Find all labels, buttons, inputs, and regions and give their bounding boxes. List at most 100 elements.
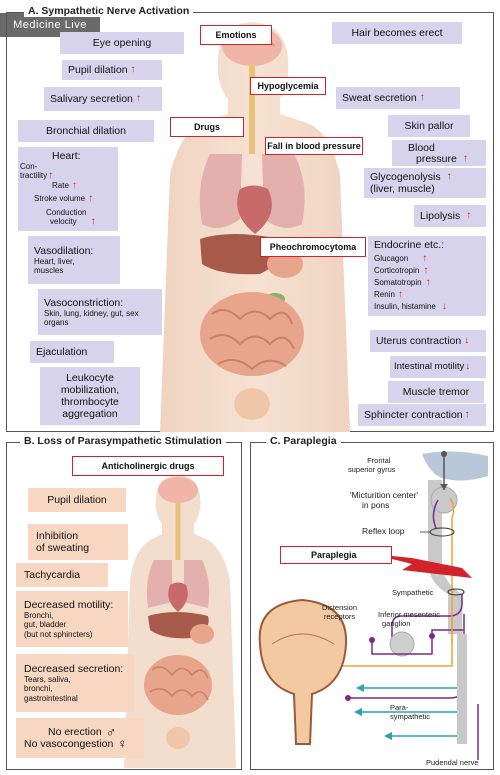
label-eye-opening: Eye opening xyxy=(60,32,184,54)
label-parasympathetic: Para- sympathetic xyxy=(390,703,430,721)
arrow-up-icon: ↑ xyxy=(397,289,403,300)
arrow-up-icon: ↑ xyxy=(462,153,468,164)
trigger-drugs: Drugs xyxy=(170,117,244,137)
text-uterus-contraction: Uterus contraction xyxy=(376,335,462,347)
arrow-up-icon: ↑ xyxy=(135,93,141,104)
text-glycogenolysis: Glycogenolysis xyxy=(370,171,441,183)
arrow-up-icon: ↑ xyxy=(466,210,472,221)
heart-contractility-1: Con- xyxy=(20,162,38,171)
section-c-title: C. Paraplegia xyxy=(266,435,341,447)
arrow-up-icon: ↑ xyxy=(130,64,136,75)
heart-icon xyxy=(168,582,188,612)
label-frontal-gyrus: Frontal superior gyrus xyxy=(348,456,396,474)
text-blood: Blood xyxy=(408,142,435,154)
section-a-title: A. Sympathetic Nerve Activation xyxy=(24,5,194,17)
section-c-frame xyxy=(250,442,494,770)
label-vasodilation: Vasodilation: Heart, liver, muscles xyxy=(28,236,120,284)
label-sympathetic: Sympathetic xyxy=(392,588,434,597)
label-distension-receptors: Distension receptors xyxy=(322,603,357,621)
endocrine-title: Endocrine etc.: xyxy=(374,239,445,251)
label-paraplegia: Paraplegia xyxy=(280,546,392,564)
female-symbol-icon: ♀ xyxy=(117,736,128,751)
trigger-pheochromocytoma: Pheochromocytoma xyxy=(260,237,366,257)
brain-icon xyxy=(158,477,198,503)
label-b-decreased-secretion: Decreased secretion: Tears, saliva, bron… xyxy=(16,654,134,712)
label-ejaculation: Ejaculation xyxy=(30,341,114,363)
watermark-logo: Medicine Live xyxy=(0,13,100,37)
arrow-down-icon: ↓ xyxy=(464,335,470,346)
paraplegia-diagram xyxy=(258,451,488,760)
label-salivary-secretion: Salivary secretion↑ xyxy=(44,87,162,111)
text-no-vasocongestion: No vasocongestion xyxy=(24,738,114,750)
text-inhibition: Inhibition xyxy=(36,530,79,542)
intestines-icon xyxy=(200,292,304,376)
arrow-up-icon: ↑ xyxy=(464,409,470,420)
text-salivary-secretion: Salivary secretion xyxy=(50,93,133,105)
heart-stroke-volume: Stroke volume xyxy=(34,194,86,203)
label-vasoconstriction: Vasoconstriction: Skin, lung, kidney, gu… xyxy=(38,289,162,335)
text-somatotropin: Somatotropin xyxy=(374,278,422,287)
label-lipolysis: Lipolysis ↑ xyxy=(414,205,486,227)
text-liver-muscle: (liver, muscle) xyxy=(370,183,435,195)
text-distension: Distension xyxy=(322,603,358,612)
label-leukocyte: Leukocyte mobilization, thrombocyte aggr… xyxy=(40,367,140,425)
text-sphincter-contraction: Sphincter contraction xyxy=(364,409,463,421)
label-sweat-secretion: Sweat secretion↑ xyxy=(336,87,460,109)
arrow-up-icon: ↑ xyxy=(88,193,94,204)
text-frontal: Frontal xyxy=(367,456,391,465)
text-micturition-center: 'Micturition center' xyxy=(350,490,418,500)
heart-contractility-2: tractility xyxy=(20,171,48,180)
label-b-decreased-motility: Decreased motility: Bronchi, gut, bladde… xyxy=(16,591,128,647)
text-superior-gyrus: superior gyrus xyxy=(348,465,396,474)
label-sphincter-contraction: Sphincter contraction↑ xyxy=(358,404,486,426)
text-sweat-secretion: Sweat secretion xyxy=(342,92,417,104)
male-symbol-icon: ♂ xyxy=(105,724,117,740)
text-ganglion: ganglion xyxy=(382,619,411,628)
label-blood-pressure: Blood pressure ↑ xyxy=(392,140,486,166)
text-insulin-histamine: Insulin, histamine xyxy=(374,302,436,311)
label-intestinal-motility: Intestinal motility↓ xyxy=(390,356,486,378)
body-illustration-b xyxy=(124,475,236,768)
secretion-d3: gastrointestinal xyxy=(24,693,78,703)
label-skin-pallor: Skin pallor xyxy=(388,115,470,137)
intestines-icon xyxy=(144,655,212,715)
label-inferior-mesenteric: Inferior mesenteric ganglion xyxy=(378,610,440,628)
label-b-no-erection: No erection♂ No vasocongestion♀ xyxy=(16,718,144,758)
secretion-d1: Tears, saliva, xyxy=(24,674,71,684)
vasodilation-detail: Heart, liver, muscles xyxy=(34,256,75,276)
arrow-down-icon: ↓ xyxy=(465,361,471,372)
trigger-emotions: Emotions xyxy=(200,25,272,45)
lungs-icon xyxy=(199,154,242,228)
label-pudendal-nerve: Pudendal nerve xyxy=(426,758,479,767)
text-inferior-mesenteric: Inferior mesenteric xyxy=(378,610,441,619)
lightning-icon xyxy=(372,554,472,578)
label-muscle-tremor: Muscle tremor xyxy=(388,381,484,403)
label-b-pupil-dilation: Pupil dilation xyxy=(28,488,126,512)
motility-d3: (but not sphincters) xyxy=(24,629,93,639)
heart-icon xyxy=(237,185,272,234)
text-renin: Renin xyxy=(374,290,395,299)
trigger-hypoglycemia: Hypoglycemia xyxy=(250,77,326,95)
label-b-inhibition-sweating: Inhibition of sweating xyxy=(28,524,128,560)
section-b-title: B. Loss of Parasympathetic Stimulation xyxy=(20,435,226,447)
label-uterus-contraction: Uterus contraction↓ xyxy=(370,330,486,352)
text-intestinal-motility: Intestinal motility xyxy=(394,361,465,372)
label-hair-erect: Hair becomes erect xyxy=(332,22,462,44)
arrow-up-icon: ↑ xyxy=(425,277,431,288)
arrow-down-icon: ↓ xyxy=(441,301,447,312)
text-receptors: receptors xyxy=(323,612,356,621)
text-pressure: pressure xyxy=(416,153,457,165)
motility-d2: gut, bladder xyxy=(24,620,67,630)
label-endocrine: Endocrine etc.: Glucagon↑ Corticotropin↑… xyxy=(368,236,486,316)
label-glycogenolysis: Glycogenolysis↑ (liver, muscle) xyxy=(364,168,486,198)
vasodilation-title: Vasodilation: xyxy=(34,244,94,257)
motility-title: Decreased motility: xyxy=(24,598,114,611)
arrow-up-icon: ↑ xyxy=(422,253,428,264)
trigger-fall-bp: Fall in blood pressure xyxy=(265,137,363,155)
label-pupil-dilation: Pupil dilation↑ xyxy=(62,60,162,80)
text-lipolysis: Lipolysis xyxy=(420,210,461,222)
text-sympathetic-2: sympathetic xyxy=(390,712,431,721)
secretion-d2: bronchi, xyxy=(24,684,53,694)
text-no-erection: No erection xyxy=(48,726,102,738)
arrow-up-icon: ↑ xyxy=(48,170,54,181)
